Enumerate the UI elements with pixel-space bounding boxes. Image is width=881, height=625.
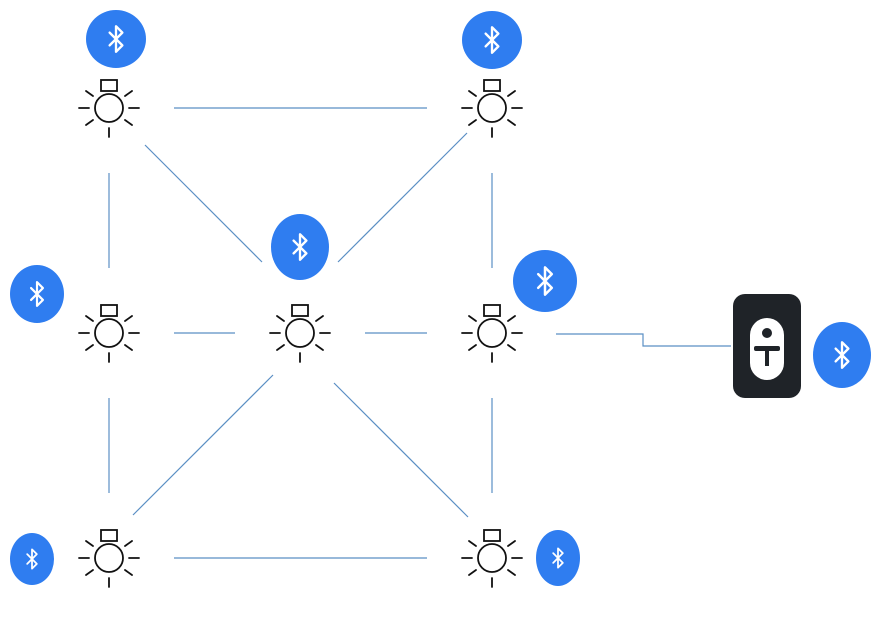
light-bulb-icon — [78, 529, 140, 588]
bluetooth-icon — [271, 214, 329, 280]
nodes-layer — [78, 79, 801, 588]
light-bulb-icon — [461, 529, 523, 588]
link-bulb-center-to-bulb-bottom-right — [333, 382, 469, 518]
link-bulb-top-right-to-bulb-center — [337, 132, 468, 263]
light-bulb-icon — [269, 304, 331, 363]
bluetooth-icon — [513, 250, 577, 312]
light-bulb-icon — [461, 304, 523, 363]
remote-control-icon — [733, 294, 801, 398]
bluetooth-icon — [462, 11, 522, 69]
light-bulb-icon — [78, 79, 140, 138]
link-bulb-center-to-bulb-bottom-left — [132, 374, 274, 516]
light-bulb-icon — [78, 304, 140, 363]
bluetooth-icon — [536, 530, 580, 586]
link-bulb-top-left-to-bulb-center — [144, 144, 263, 263]
light-bulb-icon — [461, 79, 523, 138]
link-bulb-mid-right-to-remote-switch — [556, 333, 731, 347]
bluetooth-icon — [86, 10, 146, 68]
badges-layer — [10, 10, 871, 586]
bluetooth-icon — [813, 322, 871, 388]
bluetooth-icon — [10, 533, 54, 585]
links-layer — [108, 107, 731, 559]
bluetooth-icon — [10, 265, 64, 323]
